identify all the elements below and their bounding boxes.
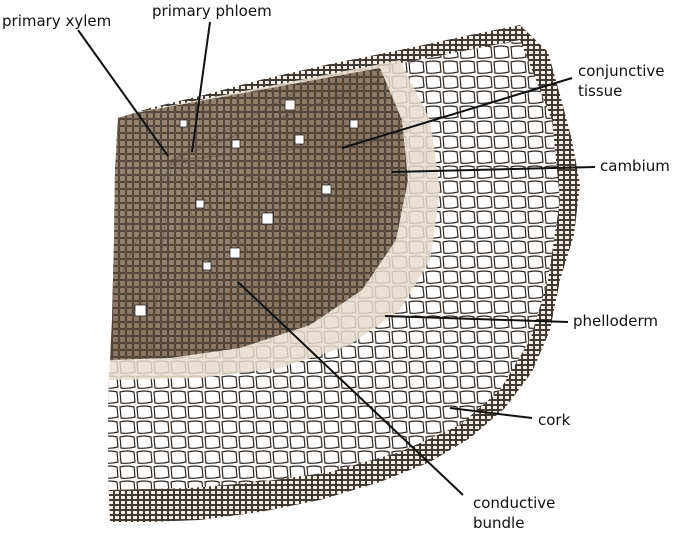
label-phelloderm: phelloderm (573, 312, 658, 331)
section-body (100, 20, 590, 530)
label-conjunctive-tissue-line2: tissue (578, 82, 622, 101)
label-cambium: cambium (600, 157, 670, 176)
label-conjunctive-tissue-line1: conjunctive (578, 62, 665, 81)
label-cork: cork (538, 411, 570, 430)
label-conductive-bundle-line2: bundle (473, 514, 524, 533)
label-primary-xylem: primary xylem (2, 12, 111, 31)
label-primary-phloem: primary phloem (152, 2, 272, 21)
label-conductive-bundle-line1: conductive (473, 494, 555, 513)
